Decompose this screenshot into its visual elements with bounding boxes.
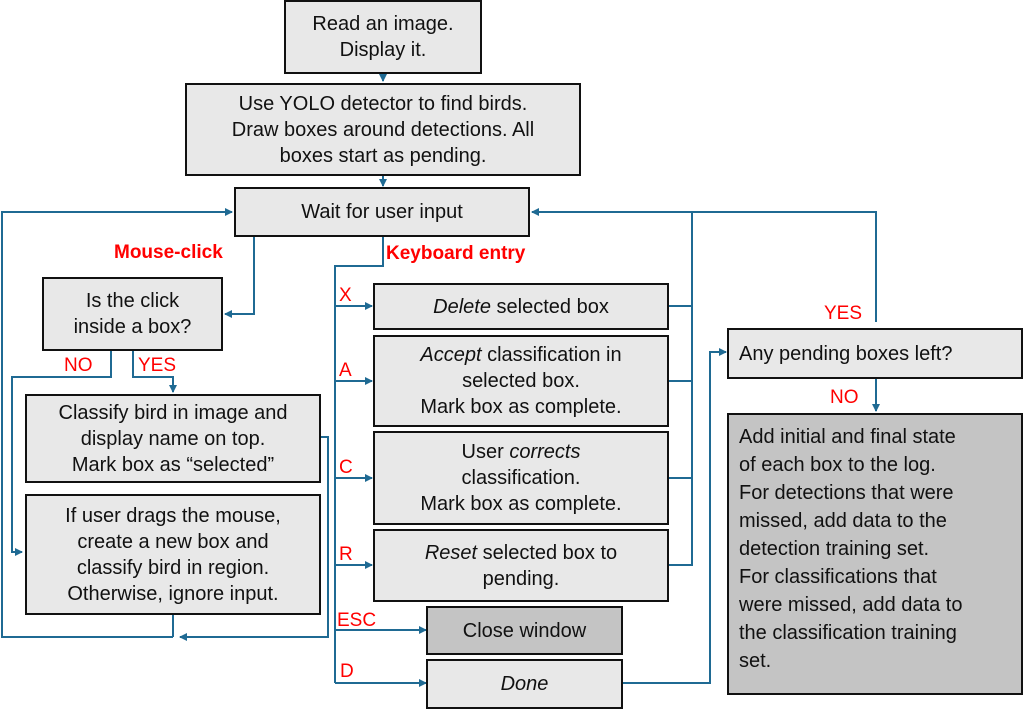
node-close-window: Close window bbox=[426, 606, 623, 655]
label-pending-no: NO bbox=[830, 387, 859, 408]
node-delete-box: Delete selected box bbox=[373, 283, 669, 330]
label-click-yes: YES bbox=[138, 355, 177, 376]
label-keyboard-entry: Keyboard entry bbox=[386, 243, 526, 264]
connector-wait-to-keyboard bbox=[334, 236, 384, 683]
node-pending-left: Any pending boxes left? bbox=[727, 328, 1023, 379]
node-accept-classification: Accept classification in selected box. M… bbox=[373, 335, 669, 427]
connector-done-to-pending bbox=[622, 348, 727, 684]
connector-click-yes bbox=[132, 351, 177, 393]
connector-classify-right bbox=[179, 436, 329, 641]
node-log-text: Add initial and final state of each box … bbox=[739, 426, 963, 672]
node-accept-em: Accept bbox=[420, 344, 482, 366]
node-delete-em: Delete bbox=[433, 295, 491, 318]
node-reset-box: Reset selected box to pending. bbox=[373, 529, 669, 602]
node-wait-input: Wait for user input bbox=[234, 187, 530, 237]
connector-click-no bbox=[11, 351, 112, 556]
node-reset-rest: selected box to pending. bbox=[482, 541, 618, 590]
node-yolo-detect: Use YOLO detector to find birds. Draw bo… bbox=[185, 83, 581, 176]
node-click-inside-box: Is the click inside a box? bbox=[42, 277, 223, 351]
node-classify-bird: Classify bird in image and display name … bbox=[25, 394, 321, 483]
label-click-no: NO bbox=[64, 355, 93, 376]
node-classify-bird-text: Classify bird in image and display name … bbox=[58, 401, 288, 476]
node-accept-text: Accept classification in selected box. M… bbox=[420, 342, 621, 420]
node-yolo-detect-text: Use YOLO detector to find birds. Draw bo… bbox=[231, 92, 535, 167]
label-key-esc: ESC bbox=[337, 610, 377, 631]
connector-outer-left-loop bbox=[1, 208, 233, 638]
label-pending-yes: YES bbox=[824, 303, 863, 324]
node-delete-box-text: Delete selected box bbox=[433, 294, 609, 320]
node-log-and-training: Add initial and final state of each box … bbox=[727, 413, 1023, 695]
node-done-text: Done bbox=[500, 673, 549, 695]
label-mouse-click: Mouse-click bbox=[114, 242, 223, 263]
node-drag-new-box: If user drags the mouse, create a new bo… bbox=[25, 494, 321, 615]
connector-return-to-wait bbox=[531, 208, 877, 322]
node-wait-input-text: Wait for user input bbox=[301, 201, 463, 223]
label-key-c: C bbox=[339, 457, 353, 478]
node-read-image: Read an image. Display it. bbox=[284, 0, 482, 74]
node-drag-new-box-text: If user drags the mouse, create a new bo… bbox=[65, 504, 281, 605]
node-reset-em: Reset bbox=[424, 541, 478, 564]
node-reset-text: Reset selected box to pending. bbox=[425, 540, 617, 592]
node-pending-left-text: Any pending boxes left? bbox=[739, 342, 953, 365]
node-correct-pre: User bbox=[461, 441, 510, 463]
node-done: Done bbox=[426, 659, 623, 709]
node-delete-rest: selected box bbox=[490, 295, 609, 318]
label-key-a: A bbox=[339, 360, 352, 381]
connector-wait-to-click bbox=[224, 236, 255, 318]
label-key-r: R bbox=[339, 544, 353, 565]
node-correct-classification: User corrects classification. Mark box a… bbox=[373, 431, 669, 525]
connector-return-bus bbox=[668, 212, 693, 566]
node-accept-rest: classification in selected box. Mark box… bbox=[420, 344, 622, 418]
node-correct-rest: classification. Mark box as complete. bbox=[420, 467, 622, 515]
node-correct-text: User corrects classification. Mark box a… bbox=[420, 439, 621, 517]
node-read-image-text: Read an image. Display it. bbox=[312, 13, 454, 61]
node-click-inside-box-text: Is the click inside a box? bbox=[73, 290, 192, 338]
label-key-d: D bbox=[340, 661, 354, 682]
node-close-window-text: Close window bbox=[462, 619, 587, 642]
label-key-x: X bbox=[339, 285, 352, 306]
node-correct-em: corrects bbox=[509, 441, 581, 463]
